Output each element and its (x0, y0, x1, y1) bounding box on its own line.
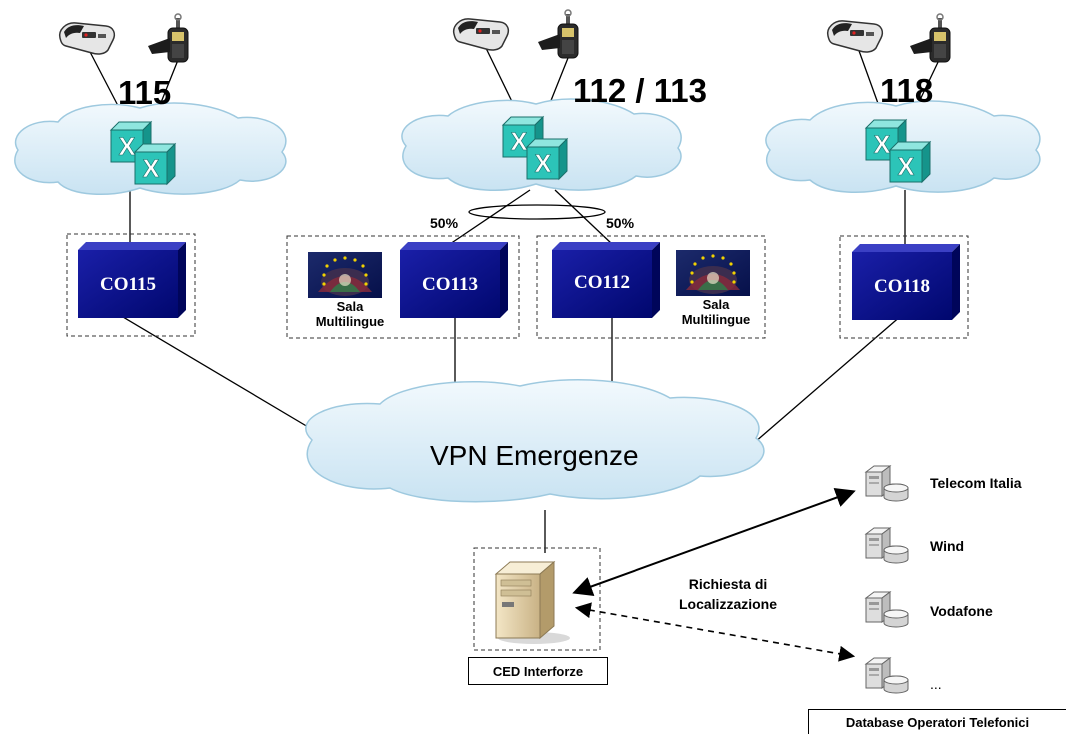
multilingual-room-label-right: Sala Multilingue (666, 297, 766, 327)
operator-vodafone: Vodafone (930, 603, 993, 619)
vpn-cloud (305, 379, 765, 503)
service-number-115: 115 (118, 74, 172, 111)
mobile-phone-icon (147, 13, 189, 63)
location-request-label: Richiesta di Localizzazione (662, 574, 794, 614)
co112-box: CO112 (552, 242, 660, 318)
dashed-request-arrow (574, 602, 856, 662)
co113-label: CO113 (422, 274, 478, 295)
dashed-groups (66, 233, 969, 651)
eu-flag-icon (308, 252, 382, 298)
operator-wind: Wind (930, 538, 965, 554)
co115-label: CO115 (100, 274, 156, 295)
operator-telecom-italia: Telecom Italia (930, 475, 1022, 491)
service-number-118: 118 (880, 72, 934, 109)
server-icon (494, 560, 570, 644)
database-server-icon (865, 527, 909, 564)
service-number-112-113: 112 / 113 (573, 72, 707, 109)
co113-box: CO113 (400, 242, 508, 318)
request-arrow (572, 488, 856, 596)
co118-label: CO118 (874, 276, 930, 297)
co115-box: CO115 (78, 242, 186, 318)
multilingual-room-line1: Sala (702, 297, 730, 312)
ced-interforze-label: CED Interforze (468, 657, 608, 685)
mobile-phone-icon (537, 9, 579, 59)
operator-database-label: Database Operatori Telefonici (808, 709, 1066, 734)
multilingual-room-line1: Sala (336, 299, 364, 314)
location-request-line2: Localizzazione (678, 596, 778, 612)
location-request-line1: Richiesta di (688, 576, 768, 592)
vpn-label: VPN Emergenze (430, 440, 639, 471)
database-server-icon (865, 465, 909, 502)
co118-box: CO118 (852, 244, 960, 320)
multilingual-room-line2: Multilingue (681, 312, 751, 327)
landline-phone-icon (826, 20, 884, 53)
multilingual-room-label-left: Sala Multilingue (300, 299, 400, 329)
operator-ellipsis: ... (930, 676, 942, 692)
load-split-right: 50% (606, 215, 635, 231)
load-balance-ring (468, 204, 606, 220)
database-server-icon (865, 657, 909, 694)
mobile-phone-icon (909, 13, 951, 63)
eu-flag-icon (676, 250, 750, 296)
database-server-icon (865, 591, 909, 628)
load-split-left: 50% (430, 215, 459, 231)
co112-label: CO112 (574, 272, 630, 293)
landline-phone-icon (58, 22, 116, 55)
multilingual-room-line2: Multilingue (315, 314, 385, 329)
landline-phone-icon (452, 18, 510, 51)
